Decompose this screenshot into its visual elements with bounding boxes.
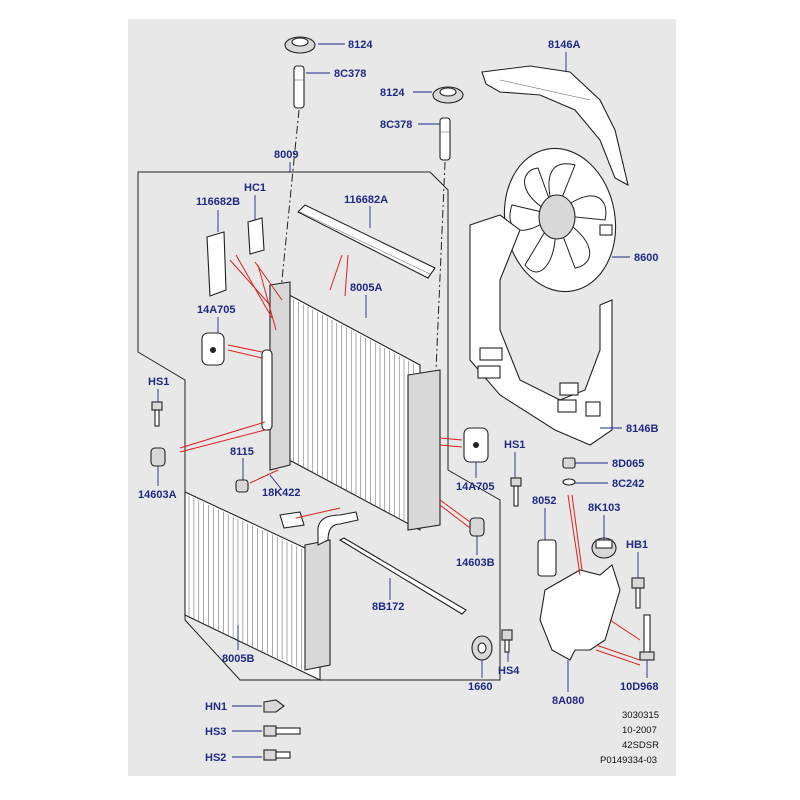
label-8005b: 8005B <box>222 653 254 665</box>
insulator-14603a <box>150 447 166 467</box>
screw-hs1-left <box>151 401 163 427</box>
screw-hs4 <box>501 629 513 653</box>
label-8052: 8052 <box>532 495 556 507</box>
insulator-14603b <box>469 517 485 537</box>
condenser-8005b <box>184 491 359 681</box>
label-116682a: 116682A <box>344 194 388 206</box>
sensor-8052 <box>537 539 557 577</box>
assembly-boundary <box>137 171 501 681</box>
cap-8124-mid <box>432 86 464 104</box>
label-8146b: 8146B <box>626 423 658 435</box>
label-hc1: HC1 <box>244 182 266 194</box>
nut-hn1 <box>263 699 285 713</box>
mount-14a705-left <box>201 332 225 366</box>
label-hs2: HS2 <box>205 752 226 764</box>
label-8005a: 8005A <box>350 282 382 294</box>
pulley-1660 <box>471 635 493 661</box>
label-8a080: 8A080 <box>552 695 584 707</box>
label-8146a: 8146A <box>548 39 580 51</box>
fan-cowl-upper-8146a <box>481 65 629 187</box>
label-8b172: 8B172 <box>372 601 404 613</box>
hose-10d968 <box>639 614 655 661</box>
label-hs3: HS3 <box>205 726 226 738</box>
label-8c378-top: 8C378 <box>334 68 366 80</box>
clip-hc1 <box>247 217 265 255</box>
mount-14a705-right <box>463 427 489 463</box>
cap-8124-top <box>284 36 316 54</box>
label-8009: 8009 <box>274 149 298 161</box>
label-hn1: HN1 <box>205 701 227 713</box>
label-8124-mid: 8124 <box>380 87 405 99</box>
ring-8c242 <box>562 478 576 486</box>
seal-bar-116682a <box>297 204 436 279</box>
meta-line-1: 3030315 <box>622 710 659 721</box>
label-14a705-left: 14A705 <box>197 304 236 316</box>
bolt-hb1 <box>631 577 645 609</box>
label-hs1-left: HS1 <box>148 376 169 388</box>
label-8c378-mid: 8C378 <box>380 119 412 131</box>
cap-8k103 <box>591 537 617 559</box>
meta-line-2: 10-2007 <box>622 725 657 736</box>
red-connector-lines <box>179 254 641 666</box>
label-14603b: 14603B <box>456 557 495 569</box>
cap-8d065 <box>562 457 576 469</box>
pin-8c378-top <box>293 65 305 109</box>
label-14a705-right: 14A705 <box>456 481 495 493</box>
screw-hs2 <box>263 749 291 761</box>
label-8124-top: 8124 <box>348 39 373 51</box>
screw-hs3 <box>263 725 301 737</box>
label-8k103: 8K103 <box>588 502 620 514</box>
label-14603a: 14603A <box>138 489 177 501</box>
label-8600: 8600 <box>634 252 658 264</box>
meta-line-3: 42SDSR <box>622 740 659 751</box>
label-116682b: 116682B <box>196 196 240 208</box>
expansion-tank-8a080 <box>539 564 621 661</box>
label-hb1: HB1 <box>626 539 648 551</box>
radiator-8005a <box>261 281 441 531</box>
plug-8115 <box>235 479 249 493</box>
label-hs1-right: HS1 <box>504 439 525 451</box>
label-8c242: 8C242 <box>612 478 644 490</box>
label-18k422: 18K422 <box>262 487 301 499</box>
bracket-116682b <box>206 231 227 297</box>
screw-hs1-right <box>510 477 522 507</box>
label-hs4: HS4 <box>498 665 520 677</box>
label-1660: 1660 <box>468 681 492 693</box>
label-8d065: 8D065 <box>612 458 644 470</box>
fan-shroud-8146b <box>469 214 613 446</box>
clip-18k422 <box>279 511 305 529</box>
strip-8b172 <box>338 537 467 615</box>
meta-line-4: P0149334-03 <box>600 755 657 766</box>
pin-8c378-mid <box>439 117 451 161</box>
leader-lines <box>157 43 648 758</box>
label-8115: 8115 <box>230 446 254 458</box>
fan-8600 <box>503 147 617 293</box>
label-10d968: 10D968 <box>620 681 659 693</box>
